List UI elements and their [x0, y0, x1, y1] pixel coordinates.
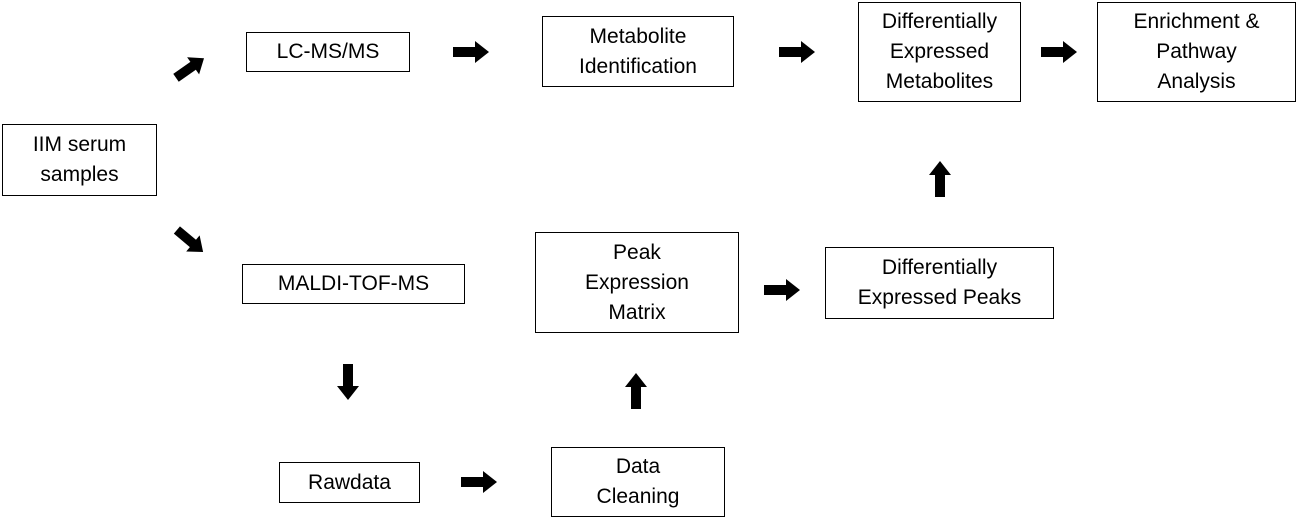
- node-peak-expression-matrix-label: Peak Expression Matrix: [585, 240, 689, 324]
- node-enrichment-pathway-analysis: Enrichment & Pathway Analysis: [1097, 2, 1296, 102]
- node-data-cleaning-label: Data Cleaning: [596, 455, 680, 508]
- arrow-rawdata-to-data-cleaning: [461, 471, 497, 493]
- node-differentially-expressed-metabolites: Differentially Expressed Metabolites: [858, 2, 1021, 102]
- node-lc-ms-ms-label: LC-MS/MS: [276, 40, 380, 63]
- node-rawdata-label: Rawdata: [308, 470, 391, 494]
- node-differentially-expressed-peaks: Differentially Expressed Peaks: [825, 247, 1054, 319]
- arrow-diff-metabolites-to-enrichment: [1041, 41, 1077, 63]
- node-enrichment-pathway-analysis-label: Enrichment & Pathway Analysis: [1133, 10, 1260, 93]
- arrow-lcms-to-metabolite-id: [453, 41, 489, 63]
- node-metabolite-identification: Metabolite Identification: [542, 16, 734, 87]
- node-maldi-tof-ms: MALDI-TOF-MS: [242, 264, 465, 304]
- node-peak-expression-matrix: Peak Expression Matrix: [535, 232, 739, 333]
- node-iim-serum-samples: IIM serum samples: [2, 124, 157, 196]
- node-data-cleaning: Data Cleaning: [551, 447, 725, 517]
- node-rawdata: Rawdata: [279, 462, 420, 503]
- arrow-diff-peaks-to-diff-metabolites: [929, 161, 951, 197]
- node-iim-serum-samples-label: IIM serum samples: [32, 133, 127, 186]
- arrow-peak-matrix-to-diff-peaks: [764, 279, 800, 301]
- node-differentially-expressed-metabolites-label: Differentially Expressed Metabolites: [881, 10, 998, 93]
- arrow-iim-to-lcms: [169, 49, 211, 87]
- arrow-maldi-to-rawdata: [337, 364, 359, 400]
- node-differentially-expressed-peaks-label: Differentially Expressed Peaks: [857, 256, 1022, 309]
- arrow-metabolite-id-to-diff-metabolites: [779, 41, 815, 63]
- arrow-iim-to-maldi: [170, 222, 210, 260]
- arrow-data-cleaning-to-peak-matrix: [625, 373, 647, 409]
- node-lc-ms-ms: LC-MS/MS: [246, 32, 410, 72]
- node-metabolite-identification-label: Metabolite Identification: [579, 24, 697, 78]
- node-maldi-tof-ms-label: MALDI-TOF-MS: [277, 272, 430, 295]
